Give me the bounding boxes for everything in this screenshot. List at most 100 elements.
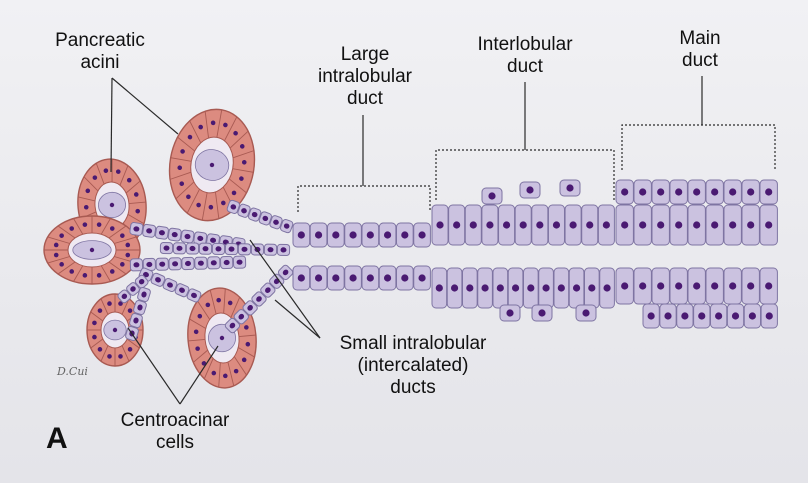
intercalated-duct-cell — [117, 289, 132, 304]
intercalated-duct-cell — [207, 256, 221, 270]
acinar-cell-boundary — [216, 109, 223, 138]
acinar-cell-boundary — [209, 289, 217, 315]
acinar-cell-boundary — [228, 178, 247, 194]
duct-cell-nucleus — [297, 231, 305, 239]
acinar-cell-boundary — [100, 298, 109, 315]
duct-cell-nucleus — [185, 260, 191, 267]
acinar-cell-boundary — [232, 168, 254, 173]
intercalated-duct-cell — [226, 199, 240, 215]
acinar-cell-boundary — [214, 191, 220, 219]
duct-cell-nucleus — [265, 287, 271, 293]
intercalated-duct-cell — [237, 203, 251, 218]
acinar-cell-nucleus — [193, 329, 199, 335]
duct-cell-nucleus — [747, 188, 755, 196]
duct-cell-nucleus — [332, 274, 340, 282]
panel-letter: A — [46, 422, 68, 455]
intercalated-duct-cell — [150, 272, 166, 287]
label-pancreatic-acini: Pancreatic acini — [55, 30, 145, 73]
acinar-cell-nucleus — [109, 226, 115, 231]
acinar-cell-boundary — [108, 225, 127, 239]
duct-cell-nucleus — [536, 221, 544, 229]
acinar-cell-boundary — [90, 311, 104, 322]
duct-cell-nucleus — [236, 259, 243, 265]
acinar-cell-boundary — [125, 180, 141, 194]
acinar-cell-nucleus — [69, 269, 75, 274]
duct-cell-nucleus — [566, 184, 574, 192]
acinar-cell-nucleus — [92, 334, 97, 340]
duct-cell-nucleus — [657, 282, 665, 290]
intercalated-duct-cell — [198, 242, 213, 255]
acinar-cell-nucleus — [177, 165, 183, 171]
acinar-cell-nucleus — [201, 361, 207, 366]
acinar-cell-nucleus — [115, 169, 121, 174]
artist-signature: D.Cui — [57, 365, 88, 378]
duct-cell-nucleus — [435, 284, 443, 292]
acinar-cell-nucleus — [82, 273, 88, 278]
duct-cell-nucleus — [657, 188, 665, 196]
duct-cell-nucleus — [158, 230, 165, 236]
duct-cell-nucleus — [297, 274, 305, 282]
acinar-cell-boundary — [114, 236, 137, 244]
duct-cell-nucleus — [639, 188, 647, 196]
acinar-cell-nucleus — [241, 159, 247, 165]
acinar-cell-nucleus — [180, 149, 185, 154]
duct-cell-nucleus — [273, 219, 279, 225]
duct-cell-nucleus — [401, 274, 409, 282]
duct-cell-nucleus — [675, 221, 683, 229]
acinar-cell-nucleus — [97, 308, 103, 313]
acinar-cell-nucleus — [239, 144, 245, 149]
duct-cell-nucleus — [197, 235, 204, 241]
acinar-cell-nucleus — [245, 341, 251, 347]
duct-cell-nucleus — [238, 313, 245, 320]
acinar-cell-nucleus — [197, 313, 203, 319]
duct-cell-nucleus — [314, 231, 323, 239]
duct-system-group — [117, 179, 778, 341]
intercalated-duct-cell — [155, 257, 169, 271]
intercalated-duct-cell — [251, 291, 267, 307]
duct-cell-nucleus — [210, 237, 217, 243]
duct-cell-nucleus — [215, 246, 222, 252]
acinar-cell-boundary — [188, 339, 206, 342]
acinar-cell-nucleus — [83, 204, 89, 210]
intercalated-duct-cell — [263, 243, 278, 256]
duct-cell-nucleus — [715, 312, 723, 320]
acinar-cell-nucleus — [59, 233, 64, 238]
duct-cell-nucleus — [572, 284, 581, 292]
acinar-cell-nucleus — [125, 242, 131, 248]
intercalated-duct-cell — [167, 227, 182, 242]
acinar-cell-boundary — [100, 345, 109, 362]
leader-lines-group — [110, 76, 776, 405]
intercalated-duct-cell — [277, 264, 294, 281]
duct-cell-nucleus — [765, 221, 773, 229]
duct-cell-nucleus — [436, 221, 444, 229]
duct-cell-nucleus — [681, 312, 689, 320]
duct-cell-nucleus — [223, 259, 230, 266]
duct-cell-nucleus — [332, 231, 340, 239]
duct-cell-nucleus — [256, 296, 262, 302]
pancreatic-acinus — [168, 108, 256, 222]
duct-cell-nucleus — [133, 317, 139, 324]
acinar-cell-nucleus — [223, 122, 228, 128]
intercalated-duct-cell — [185, 242, 200, 255]
duct-cell-nucleus — [569, 221, 577, 229]
intercalated-duct-cell — [154, 225, 169, 240]
duct-cell-nucleus — [137, 304, 143, 311]
acinar-cell-boundary — [189, 120, 202, 144]
acinar-cell-nucleus — [92, 175, 98, 180]
duct-cell-nucleus — [450, 284, 459, 292]
duct-cell-nucleus — [146, 261, 153, 268]
duct-cell-nucleus — [314, 274, 323, 282]
duct-cell-nucleus — [466, 284, 474, 292]
intercalated-duct-cell — [258, 211, 272, 226]
duct-cell-nucleus — [502, 221, 511, 229]
acinar-cell-nucleus — [198, 124, 203, 130]
duct-cell-nucleus — [228, 246, 235, 252]
large-intralobular-bracket — [297, 185, 431, 212]
duct-cell-nucleus — [159, 261, 166, 267]
acinar-cell-nucleus — [208, 204, 214, 210]
intercalated-duct-cell — [126, 282, 140, 296]
duct-cell-nucleus — [603, 284, 611, 292]
acinar-cell-boundary — [197, 300, 211, 320]
acinar-cell-boundary — [78, 196, 96, 202]
